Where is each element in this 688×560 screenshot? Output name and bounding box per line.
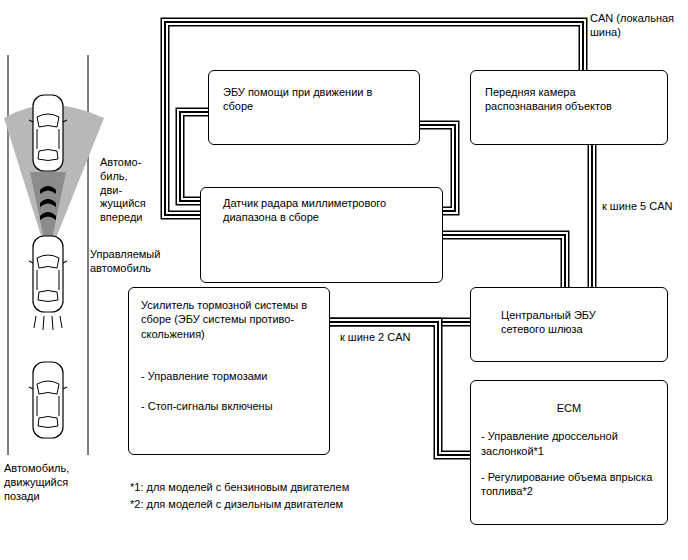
ecu-box: Усилитель тормозной системы в сборе (ЭБУ… (128, 287, 330, 455)
ecu-box: Передняя камера распознавания объектов (470, 70, 668, 145)
callout-label: Автомо- биль, дви- жущийся впереди (100, 156, 152, 225)
box-title: ЭБУ помощи при движении в сборе (223, 85, 405, 114)
function-item: - Управление дроссельной заслонкой*1 (481, 429, 657, 458)
callout-label: Управляемый автомобиль (90, 248, 180, 276)
box-title: ECM (481, 401, 657, 415)
function-item: - Регулирование объема впрыска топлива*2 (481, 470, 657, 499)
ecu-box: ECM - Управление дроссельной заслонкой*1 -… (470, 380, 668, 525)
function-item: - Стоп-сигналы включены (141, 399, 317, 413)
can-bus-line (592, 145, 593, 287)
box-title: Центральный ЭБУ сетевого шлюза (501, 308, 637, 337)
callout-label: Автомобиль, движущийся позади (4, 462, 96, 503)
box-title: Усилитель тормозной системы в сборе (ЭБУ… (141, 298, 317, 341)
ecu-box: Датчик радара миллиметрового диапазона в… (200, 187, 443, 283)
ecu-box: Центральный ЭБУ сетевого шлюза (470, 287, 668, 362)
ecu-box: ЭБУ помощи при движении в сборе (208, 70, 420, 145)
footnote: *2: для моделей с дизельным двигателем (130, 498, 430, 512)
can-bus-line (330, 322, 470, 455)
box-title: Передняя камера распознавания объектов (485, 85, 653, 114)
bus-label: к шине 2 CAN (338, 331, 413, 345)
callout-label: CAN (локальная шина) (590, 12, 685, 40)
bus-label: к шине 5 CAN (600, 200, 675, 214)
box-title: Датчик радара миллиметрового диапазона в… (223, 196, 420, 225)
footnote: *1: для моделей с бензиновым двигателем (130, 481, 430, 495)
can-bus-line (443, 235, 565, 287)
function-item: - Управление тормозами (141, 369, 317, 383)
